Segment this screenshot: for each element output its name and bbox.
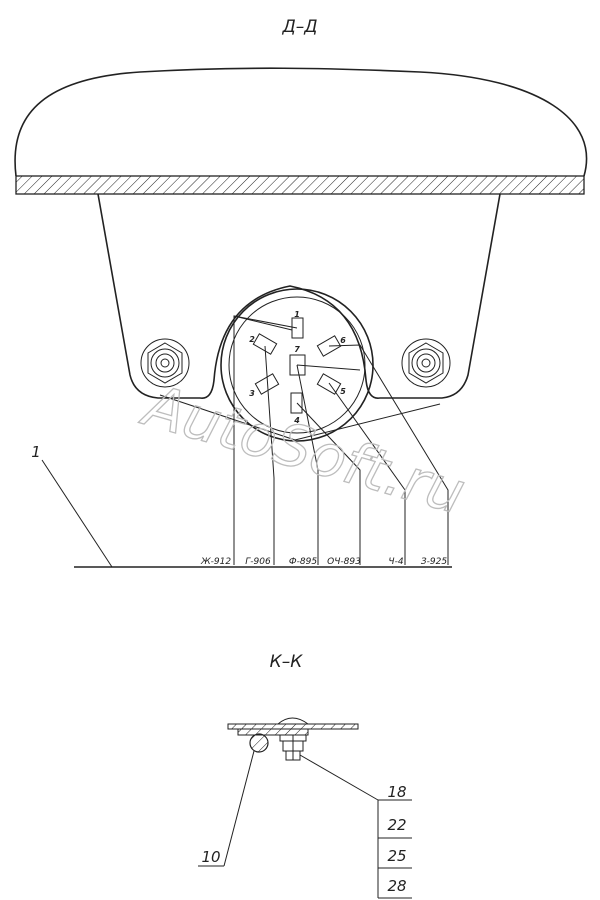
callout-10-leader (223, 750, 255, 867)
callout-22: 22 (387, 816, 406, 834)
pin-number-3: 3 (249, 389, 255, 398)
section-dd-title: Д–Д (281, 17, 317, 37)
callout-18-leader (299, 754, 379, 801)
connector-label-och893: ОЧ-893 (327, 557, 361, 567)
pin-number-1: 1 (294, 310, 300, 319)
callout-stack-lines (377, 799, 412, 899)
pin-number-7: 7 (294, 345, 300, 354)
pin-contacts (252, 317, 342, 414)
housing-body (97, 193, 501, 399)
callout-1: 1 (31, 443, 41, 461)
connector-label-zh912: Ж-912 (200, 557, 231, 567)
clamp-assembly (227, 717, 359, 761)
lamp-dome (14, 67, 588, 177)
callout-28: 28 (387, 877, 406, 895)
wire-leaders (159, 315, 449, 565)
callout-10: 10 (201, 848, 220, 866)
connector-label-z925: З-925 (421, 557, 447, 567)
left-nut (140, 338, 190, 388)
pin-number-4: 4 (293, 416, 300, 425)
connector-label-f895: Ф-895 (289, 557, 317, 567)
callout-18: 18 (387, 783, 406, 801)
pin-number-5: 5 (340, 387, 346, 396)
pin-number-6: 6 (340, 336, 346, 345)
connector-label-ch4: Ч-4 (388, 557, 403, 567)
pin-number-2: 2 (249, 335, 255, 344)
connector-label-g906: Г-906 (245, 557, 271, 567)
base-plate (15, 175, 585, 195)
callout-1-leader (41, 459, 113, 568)
callout-25: 25 (387, 847, 406, 865)
section-kk-title: К–К (270, 652, 304, 672)
connector-socket (220, 288, 374, 442)
right-nut (401, 338, 451, 388)
